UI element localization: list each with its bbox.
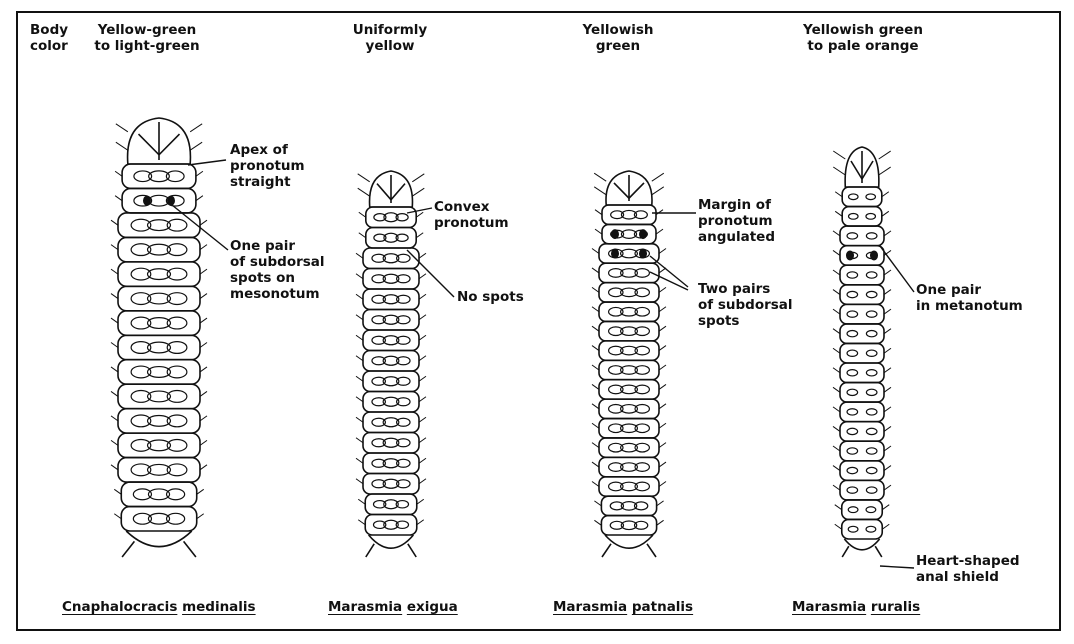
annotation-subdorsal-mesonotum: One pair of subdorsal spots on mesonotum xyxy=(230,238,325,302)
annotation-two-pairs: Two pairs of subdorsal spots xyxy=(698,281,793,329)
annotation-margin: Margin of pronotum angulated xyxy=(698,197,775,245)
larva-cnaphalocrocis xyxy=(111,118,207,557)
annotation-anal-shield: Heart-shaped anal shield xyxy=(916,553,1020,585)
species-name-4: Marasmia ruralis xyxy=(792,599,920,615)
annotation-convex: Convex pronotum xyxy=(434,199,509,231)
larva-ruralis xyxy=(833,147,891,557)
species-name-3: Marasmia patnalis xyxy=(553,599,693,615)
species-name-1: Cnaphalocracis medinalis xyxy=(62,599,256,615)
leader-lines xyxy=(172,160,914,568)
annotation-apex: Apex of pronotum straight xyxy=(230,142,305,190)
annotation-no-spots: No spots xyxy=(457,289,524,305)
larva-patnalis xyxy=(592,171,666,557)
species-name-2: Marasmia exigua xyxy=(328,599,458,615)
larva-exigua xyxy=(356,171,426,557)
annotation-metanotum: One pair in metanotum xyxy=(916,282,1023,314)
